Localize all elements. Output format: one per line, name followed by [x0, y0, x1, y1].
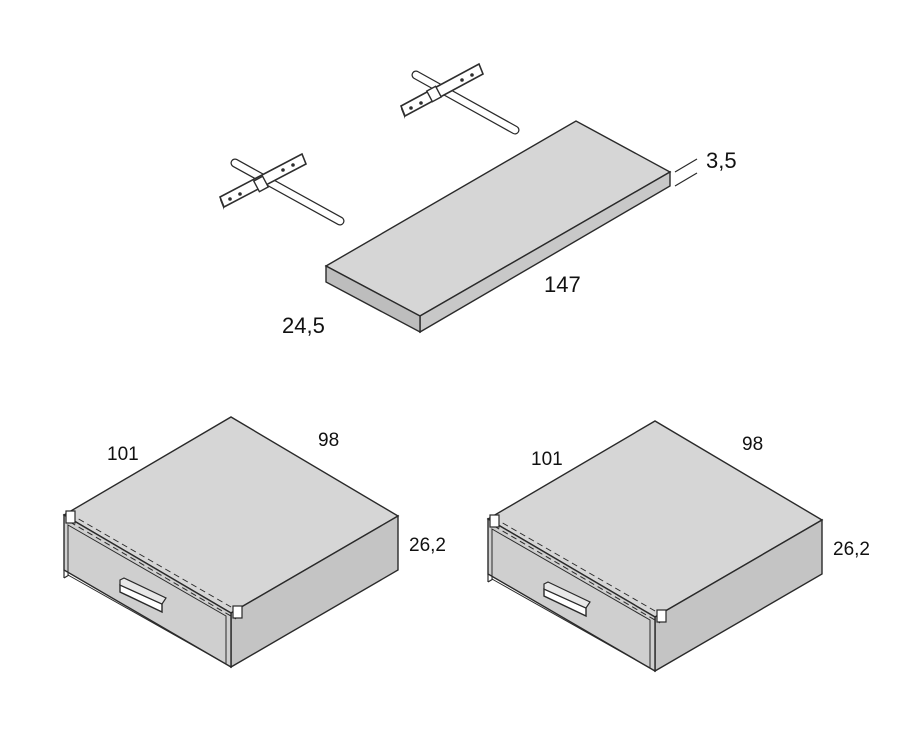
drawer-left-width-label: 101	[107, 444, 139, 465]
drawer-left-depth-label: 98	[318, 430, 339, 451]
drawer-left-height-label: 26,2	[409, 535, 446, 556]
drawer-right-depth-label: 98	[742, 434, 763, 455]
drawer-right-width-label: 101	[531, 449, 563, 470]
drawer-right-height-label: 26,2	[833, 539, 870, 560]
shelf-thickness-label: 3,5	[706, 148, 737, 173]
drawer-unit-left: 101 98 26,2	[62, 416, 446, 669]
drawer-unit-right: 101 98 26,2	[486, 420, 870, 673]
shelf-bracket-right	[399, 62, 520, 135]
floating-shelf: 3,5 147 24,5	[282, 120, 737, 338]
shelf-length-label: 147	[544, 272, 581, 297]
shelf-bracket-left	[218, 152, 345, 226]
shelf-depth-label: 24,5	[282, 313, 325, 338]
